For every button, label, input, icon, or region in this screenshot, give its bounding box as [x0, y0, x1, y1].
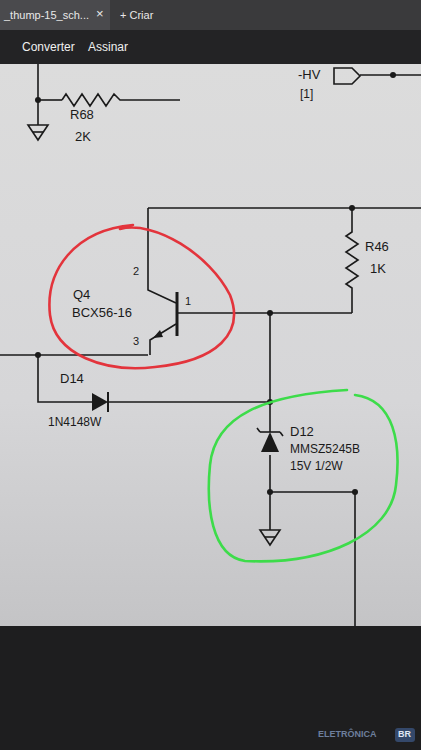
- part-value: 1N4148W: [48, 416, 101, 429]
- part-value: 1K: [370, 262, 386, 276]
- wires: [0, 64, 421, 626]
- part-name: R68: [70, 108, 94, 122]
- pin-number: 1: [185, 295, 191, 307]
- port-connector: -HV: [298, 66, 362, 86]
- tab-title: _thump-15_sch...: [4, 9, 89, 21]
- part-name: D12: [290, 425, 314, 439]
- pin-number: 3: [133, 335, 139, 347]
- menu-item: Converter: [22, 41, 75, 54]
- part-name: R46: [365, 240, 389, 254]
- screen: [0, 64, 421, 626]
- highlight-loop: Q4BCX56-16 2 1 3: [45, 215, 250, 377]
- highlight-loop: D12MMSZ5245B 15V 1/2W: [205, 385, 405, 567]
- part-value: MMSZ5245B: [290, 443, 360, 456]
- emitter-arrow: [153, 330, 163, 338]
- part-value: BCX56-16: [72, 306, 132, 320]
- toolbar: [0, 30, 421, 64]
- tab-new: + Criar: [120, 9, 153, 21]
- pin-number: 2: [133, 265, 139, 277]
- zener-symbol: [261, 432, 279, 452]
- watermark: ELETRÔNICA: [318, 730, 377, 740]
- part-name: Q4: [73, 288, 90, 302]
- tab: [0, 0, 110, 30]
- menu-item: Assinar: [88, 41, 128, 54]
- diode-and-dots: [35, 72, 396, 495]
- watermark: BR: [398, 730, 411, 740]
- port-label: -HV: [298, 68, 320, 82]
- watermark-badge: [395, 728, 415, 742]
- sheet-ref: [1]: [300, 88, 313, 101]
- tab-close: ×: [96, 7, 104, 21]
- node-outline: [205, 385, 405, 567]
- diode-symbol: [92, 393, 108, 411]
- tab-bar: [0, 0, 421, 30]
- laptop-bezel: [0, 626, 421, 750]
- part-rating: 15V 1/2W: [290, 460, 343, 473]
- part-value: 2K: [75, 130, 91, 144]
- part-name: D14: [60, 372, 84, 386]
